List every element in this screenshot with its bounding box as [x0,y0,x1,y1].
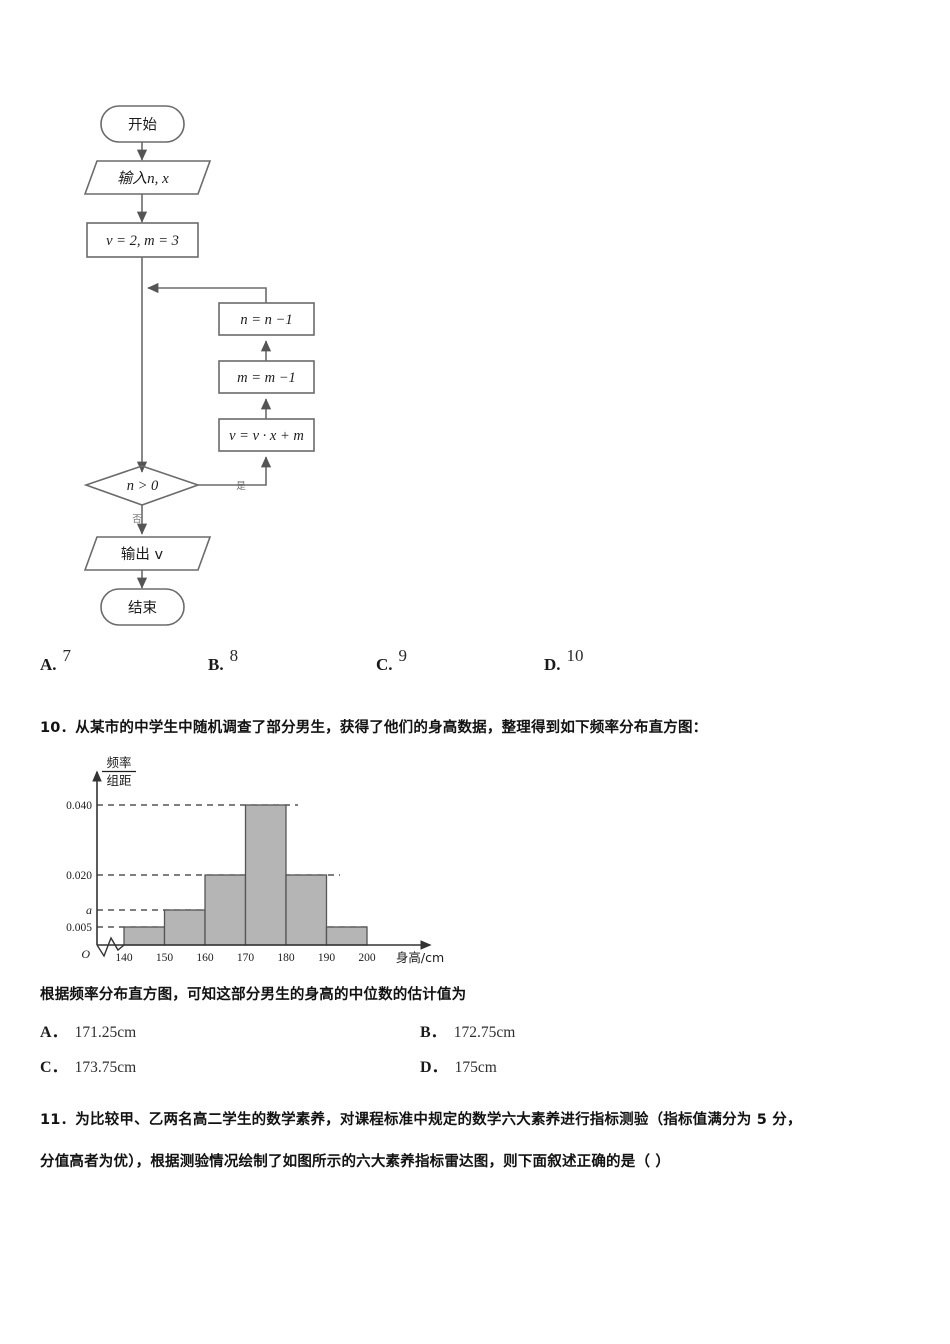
q9-option-d[interactable]: D . 10 [544,646,712,675]
q9-option-a[interactable]: A . 7 [40,646,208,675]
q10-option-a-dot: ． [51,1024,68,1041]
q10-option-b-dot: ． [430,1024,447,1041]
q10-option-c-value: 173.75cm [74,1059,137,1076]
xtick-label-200: 200 [358,952,376,964]
q10-option-c-dot: ． [51,1059,68,1076]
flow-node-output-shape [83,536,212,571]
xtick-label-160: 160 [196,952,214,964]
q10-option-d[interactable]: D ． 175cm [420,1053,800,1077]
histogram-bar-180-190 [285,874,328,946]
xtick-label-170: 170 [237,952,255,964]
ytick-label-0005: 0.005 [66,922,92,934]
histogram-bar-170-180 [244,804,287,946]
q9-option-c[interactable]: C . 9 [376,646,544,675]
xtick-label-140: 140 [115,952,133,964]
flow-label-condition: n > 0 [127,478,159,494]
q9-option-a-value: 7 [62,646,72,665]
q11-stem-line-1: 11．为比较甲、乙两名高二学生的数学素养，对课程标准中规定的数学六大素养进行指标… [40,1112,802,1128]
q10-option-row-1: A ． 171.25cm B ． 172.75cm [40,1018,920,1042]
flow-node-input-shape [83,160,212,195]
xtick-label-150: 150 [156,952,174,964]
q10-option-d-value: 175cm [454,1059,497,1076]
q10-option-a-letter: A [40,1024,52,1041]
flow-label-decrement-n: n = n −1 [240,312,292,328]
q9-option-c-dot: . [388,655,393,674]
flow-label-horner: v = v · x + m [229,428,304,444]
ytick-label-a: a [86,903,92,917]
flow-edge-label-yes: 是 [236,481,246,492]
q10-option-a-value: 171.25cm [74,1024,137,1041]
q9-option-b-letter: B [208,655,220,674]
axis-break-zigzag [96,936,125,958]
origin-label: O [81,947,90,961]
flow-edge-label-no: 否 [132,514,142,525]
q9-option-b[interactable]: B . 8 [208,646,376,675]
q9-option-d-letter: D [544,655,557,674]
flow-label-init: v = 2, m = 3 [106,233,179,249]
xtick-label-180: 180 [277,952,295,964]
xtick-label-190: 190 [318,952,336,964]
histogram-bar-160-170 [204,874,247,946]
flow-label-input: 输入n, x [117,170,169,187]
histogram-bar-150-160 [163,909,206,946]
flow-label-decrement-m: m = m −1 [237,370,296,386]
q10-stem-text: 10．从某市的中学生中随机调查了部分男生，获得了他们的身高数据，整理得到如下频率… [40,720,708,736]
y-axis-title: 频率 组距 [102,755,136,788]
q9-option-row: A . 7 B . 8 C . 9 D . 10 [40,646,940,675]
q10-option-d-dot: ． [431,1059,448,1076]
q9-option-a-dot: . [52,655,57,674]
q9-option-d-value: 10 [566,646,584,665]
flowchart-figure: 开始 输入n, x 输出 v 结束 v = 2, m = 3 n = n −1 … [0,0,950,650]
q9-option-d-dot: . [556,655,561,674]
histogram-bar-190-200 [325,926,368,946]
q10-option-c-letter: C [40,1059,52,1076]
q10-option-c[interactable]: C ． 173.75cm [40,1053,420,1077]
q11-stem-line-2: 分值高者为优），根据测验情况绘制了如图所示的六大素养指标雷达图，则下面叙述正确的… [40,1154,671,1170]
y-axis-title-numerator: 频率 [106,755,131,770]
ytick-label-0020: 0.020 [66,870,92,882]
flow-label-start: 开始 [128,117,157,134]
q9-option-c-letter: C [376,655,389,674]
q10-option-b-letter: B [420,1024,431,1041]
q10-option-b-value: 172.75cm [453,1024,516,1041]
q10-sub-stem-text: 根据频率分布直方图，可知这部分男生的身高的中位数的估计值为 [40,987,467,1003]
flow-node-end-shape [100,588,185,626]
q9-option-c-value: 9 [398,646,408,665]
x-axis-title: 身高/cm [396,950,444,965]
q10-option-d-letter: D [420,1059,432,1076]
ytick-label-0040: 0.040 [66,800,92,812]
q9-option-b-value: 8 [229,646,239,665]
q10-option-a[interactable]: A ． 171.25cm [40,1018,420,1042]
q9-option-a-letter: A [40,655,53,674]
q10-option-row-2: C ． 173.75cm D ． 175cm [40,1053,920,1077]
flow-label-output: 输出 v [121,546,164,563]
q9-option-b-dot: . [219,655,224,674]
q10-option-b[interactable]: B ． 172.75cm [420,1018,800,1042]
flow-label-end: 结束 [128,600,157,617]
y-axis-title-denominator: 组距 [106,773,131,788]
histogram-bar-140-150 [123,926,166,946]
frequency-distribution-histogram: 0.040 0.020 a 0.005 O 140 150 160 170 18… [30,752,530,982]
